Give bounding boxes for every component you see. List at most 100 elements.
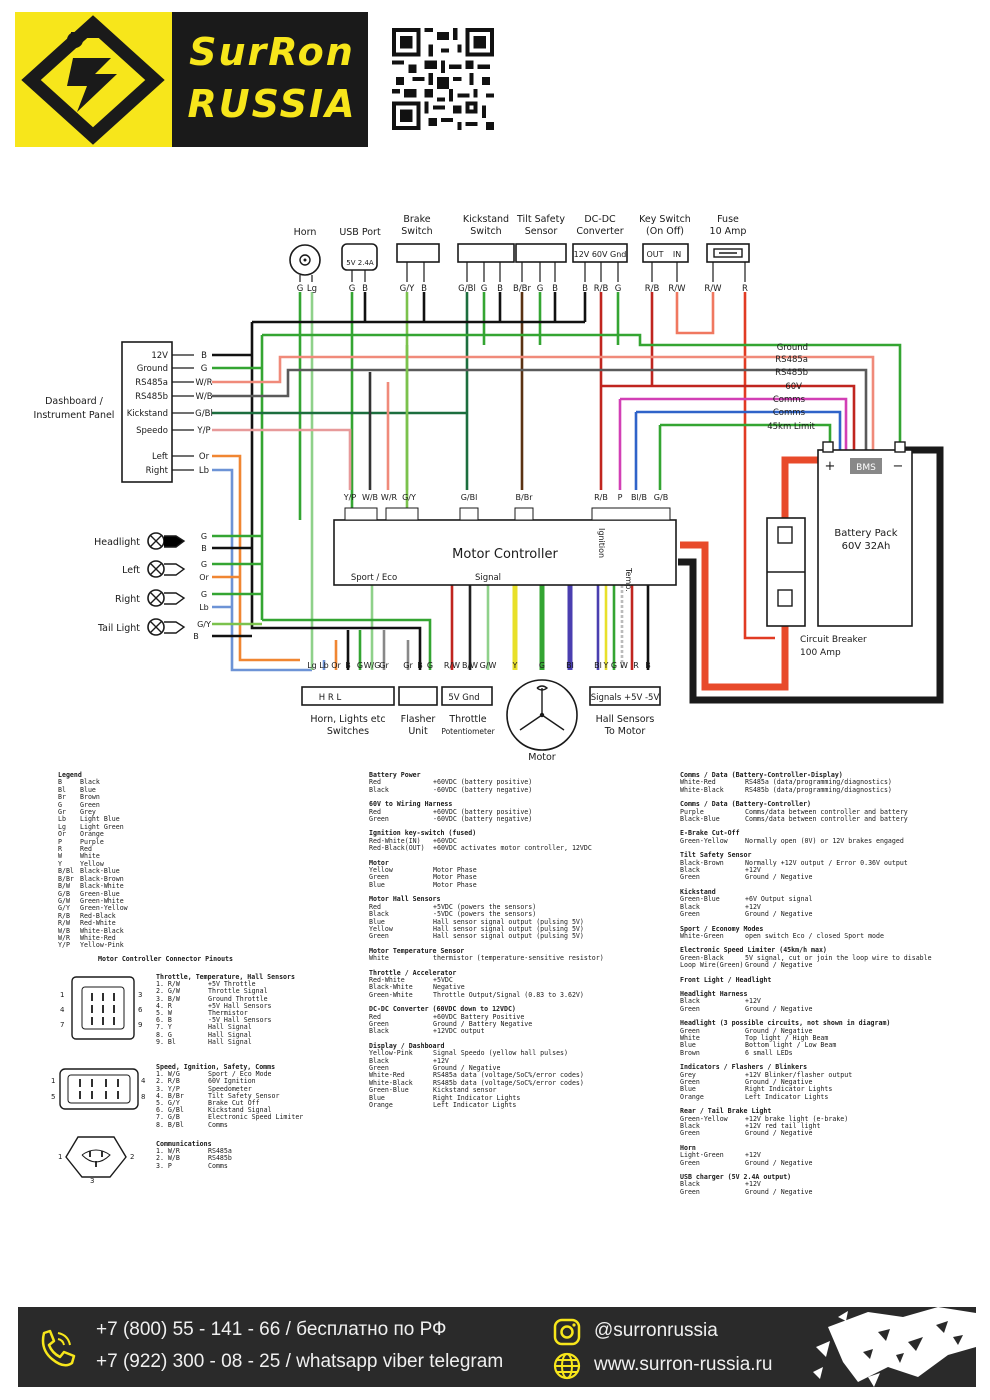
throttle-label: Throttle: [448, 714, 486, 725]
pin-function: Hall Signal: [208, 1030, 252, 1039]
spec-group: Ignition key-switch (fused)Red-White(IN)…: [369, 830, 629, 853]
svg-text:4: 4: [141, 1077, 146, 1085]
spec-desc: +5VDC: [433, 975, 453, 984]
svg-text:Y/P: Y/P: [343, 493, 357, 502]
wiring-diagram: Horn USB Port 5V 2.4A Brake Switch Kicks…: [0, 200, 990, 770]
svg-text:Lg: Lg: [307, 661, 317, 670]
spec-wire: Green: [369, 815, 389, 824]
instagram-handle[interactable]: @surronrussia: [594, 1320, 718, 1341]
spec-desc: +60VDC (battery positive): [433, 807, 533, 816]
spec-desc: RS485a data (voltage/SoC%/error codes): [433, 1071, 584, 1080]
pin-code: 8. G: [156, 1030, 172, 1039]
spec-wire: Green: [680, 910, 700, 919]
spec-desc: Hall sensor signal output (pulsing 5V): [433, 924, 584, 933]
spec-wire: Black: [680, 1122, 700, 1131]
svg-text:1: 1: [60, 991, 64, 999]
dashboard-box: [121, 341, 173, 483]
spec-row: Grey+12V Blinker/flasher output: [680, 1071, 960, 1079]
legend-color: Blue: [80, 785, 96, 794]
specs-column-3: Comms / Data (Battery-Controller-Display…: [680, 771, 960, 1203]
svg-text:To Motor: To Motor: [604, 726, 646, 737]
spec-row: Green-Blue+6V Output signal: [680, 895, 960, 903]
spec-desc: +12V: [745, 866, 761, 875]
pin-code: 3. B/W: [156, 994, 180, 1003]
pin-function: Speedometer: [208, 1084, 252, 1093]
svg-text:R/W: R/W: [444, 661, 460, 670]
spec-desc: 6 small LEDs: [745, 1048, 793, 1057]
legend-code: Or: [58, 830, 66, 839]
svg-text:G/W: G/W: [480, 661, 497, 670]
pin-function: Comms: [208, 1161, 228, 1170]
svg-text:G: G: [201, 590, 207, 599]
spec-desc: -60VDC (battery negative): [433, 815, 533, 824]
svg-text:Right: Right: [146, 466, 169, 476]
svg-text:G: G: [201, 364, 208, 374]
right-light-label: Right: [115, 594, 140, 605]
footer: +7 (800) 55 - 141 - 66 / бесплатно по РФ…: [18, 1307, 976, 1387]
svg-text:B: B: [362, 284, 368, 294]
svg-text:R/W: R/W: [704, 284, 722, 294]
svg-text:Signals +5V -5V: Signals +5V -5V: [591, 693, 660, 703]
legend-color: Green-Yellow: [80, 904, 128, 913]
svg-text:W: W: [620, 661, 628, 670]
legend-code: W: [58, 852, 62, 861]
pinout-row: 4. R+5V Hall Sensors: [156, 1002, 336, 1010]
legend-color: White-Black: [80, 926, 124, 935]
spec-desc: Right Indicator Lights: [433, 1093, 521, 1102]
legend-code: Lb: [58, 815, 66, 824]
svg-text:B/Br: B/Br: [513, 284, 532, 294]
pin-code: 6. B: [156, 1016, 172, 1025]
spec-desc: Bottom light / Low Beam: [745, 1041, 837, 1050]
pin-function: Throttle Signal: [208, 987, 268, 996]
battery-pack-label: Battery Pack: [834, 528, 897, 539]
spec-wire: White: [369, 954, 389, 963]
legend-code: P: [58, 837, 62, 846]
qr-code-icon[interactable]: [392, 28, 494, 130]
svg-text:60V: 60V: [785, 382, 802, 392]
temp-label: Temp.: [624, 567, 633, 592]
spec-row: Black+12V: [680, 997, 960, 1005]
phone-2[interactable]: +7 (922) 300 - 08 - 25 / whatsapp viber …: [96, 1351, 504, 1372]
spec-desc: RS485b (data/programming/diagnostics): [745, 785, 892, 794]
spec-desc: Ground / Negative: [745, 1078, 813, 1086]
svg-text:Switch: Switch: [470, 226, 501, 237]
spec-row: Red-Black(OUT)+60VDC activates motor con…: [369, 844, 629, 852]
spec-group-title: Motor Hall Sensors: [369, 895, 441, 904]
legend-title: Legend: [58, 771, 82, 779]
pin-function: Sport / Eco Mode: [208, 1070, 272, 1079]
svg-text:B: B: [193, 632, 199, 641]
spec-group-title: Tilt Safety Sensor: [680, 851, 752, 860]
svg-text:Or: Or: [199, 452, 210, 462]
legend-color: Black-Blue: [80, 867, 120, 876]
svg-text:Lg: Lg: [307, 284, 317, 294]
dc-dc-pins: 12V 60V Gnd: [574, 250, 627, 259]
legend-code: Gr: [58, 808, 66, 817]
svg-text:Unit: Unit: [408, 726, 428, 737]
spec-group-title: Throttle / Accelerator: [369, 968, 457, 977]
spec-desc: +60VDC: [433, 836, 457, 845]
legend-color: Brown: [80, 793, 100, 802]
pin-code: 9. Bl: [156, 1037, 176, 1046]
website-link[interactable]: www.surron-russia.ru: [594, 1354, 773, 1375]
svg-text:Lb: Lb: [199, 466, 209, 476]
spec-row: Black-60VDC (battery negative): [369, 786, 629, 794]
legend-color: White-Red: [80, 933, 116, 942]
wiring-diagram-svg: Horn USB Port 5V 2.4A Brake Switch Kicks…: [34, 214, 944, 763]
phone-1[interactable]: +7 (800) 55 - 141 - 66 / бесплатно по РФ: [96, 1319, 447, 1340]
pin-code: 2. R/B: [156, 1077, 180, 1086]
